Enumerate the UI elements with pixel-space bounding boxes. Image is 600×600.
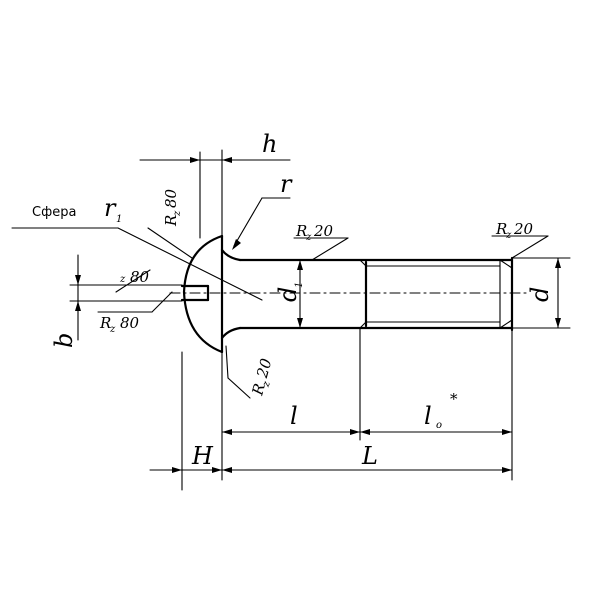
roughness-sub: z — [305, 232, 312, 243]
leader-lines — [11, 197, 549, 399]
sphere-label: Сфера — [32, 205, 76, 220]
roughness-value: 20 — [253, 356, 276, 381]
dimension-label-d-group: d — [526, 287, 554, 302]
dimension-label-r1: r — [104, 194, 117, 222]
roughness-sub: z — [109, 324, 116, 335]
roughness-rz20-lower: R z 20 — [248, 356, 276, 398]
dimension-label-r: r — [280, 170, 293, 198]
dimension-label-L: L — [361, 442, 378, 470]
dimension-label-d1: d — [274, 287, 302, 302]
dimension-label-b: b — [50, 333, 78, 348]
roughness-sub: z — [119, 274, 126, 285]
roughness-letter: R — [495, 220, 507, 238]
roughness-rz80-vertical: R z 80 — [162, 188, 183, 227]
roughness-sub: z — [172, 210, 183, 217]
dimension-label-l0-group: l o * — [424, 390, 458, 431]
dimension-label-b-group: b — [50, 333, 78, 348]
dimension-label-d1-group: d 1 — [274, 282, 305, 302]
roughness-sub: z — [505, 230, 512, 241]
sphere-note: Сфера r 1 — [32, 194, 122, 225]
roughness-rz80-slot-lower: R z 80 — [99, 314, 140, 335]
bolt-outline — [180, 234, 514, 354]
roughness-value: 20 — [513, 220, 534, 238]
dimension-label-l0-sub: o — [436, 420, 442, 431]
dimension-label-h: h — [262, 130, 277, 158]
dimension-label-r1-sub: 1 — [116, 214, 122, 225]
roughness-rz20-top: R z 20 — [295, 222, 334, 243]
roughness-letter: R — [295, 222, 307, 240]
roughness-value: 80 — [120, 314, 140, 332]
dimension-label-l0: l — [424, 402, 432, 430]
roughness-letter: R — [162, 215, 180, 227]
roughness-rz20-right: R z 20 — [495, 220, 534, 241]
roughness-letter: R — [248, 381, 269, 398]
dimension-label-d: d — [526, 287, 554, 302]
dimension-label-d1-sub: 1 — [294, 282, 305, 288]
extension-lines — [69, 149, 571, 491]
roughness-letter: R — [99, 314, 111, 332]
roughness-value: 20 — [313, 222, 334, 240]
roughness-rz80-slot-upper: z 80 — [119, 268, 150, 286]
roughness-value: 80 — [162, 188, 180, 208]
dimension-label-l: l — [290, 402, 298, 430]
dimension-label-l0-mark: * — [450, 390, 458, 408]
roughness-value: 80 — [130, 268, 150, 286]
dimension-label-H: H — [191, 442, 214, 470]
dimension-lines — [75, 157, 561, 473]
roughness-sub: z — [260, 380, 272, 390]
